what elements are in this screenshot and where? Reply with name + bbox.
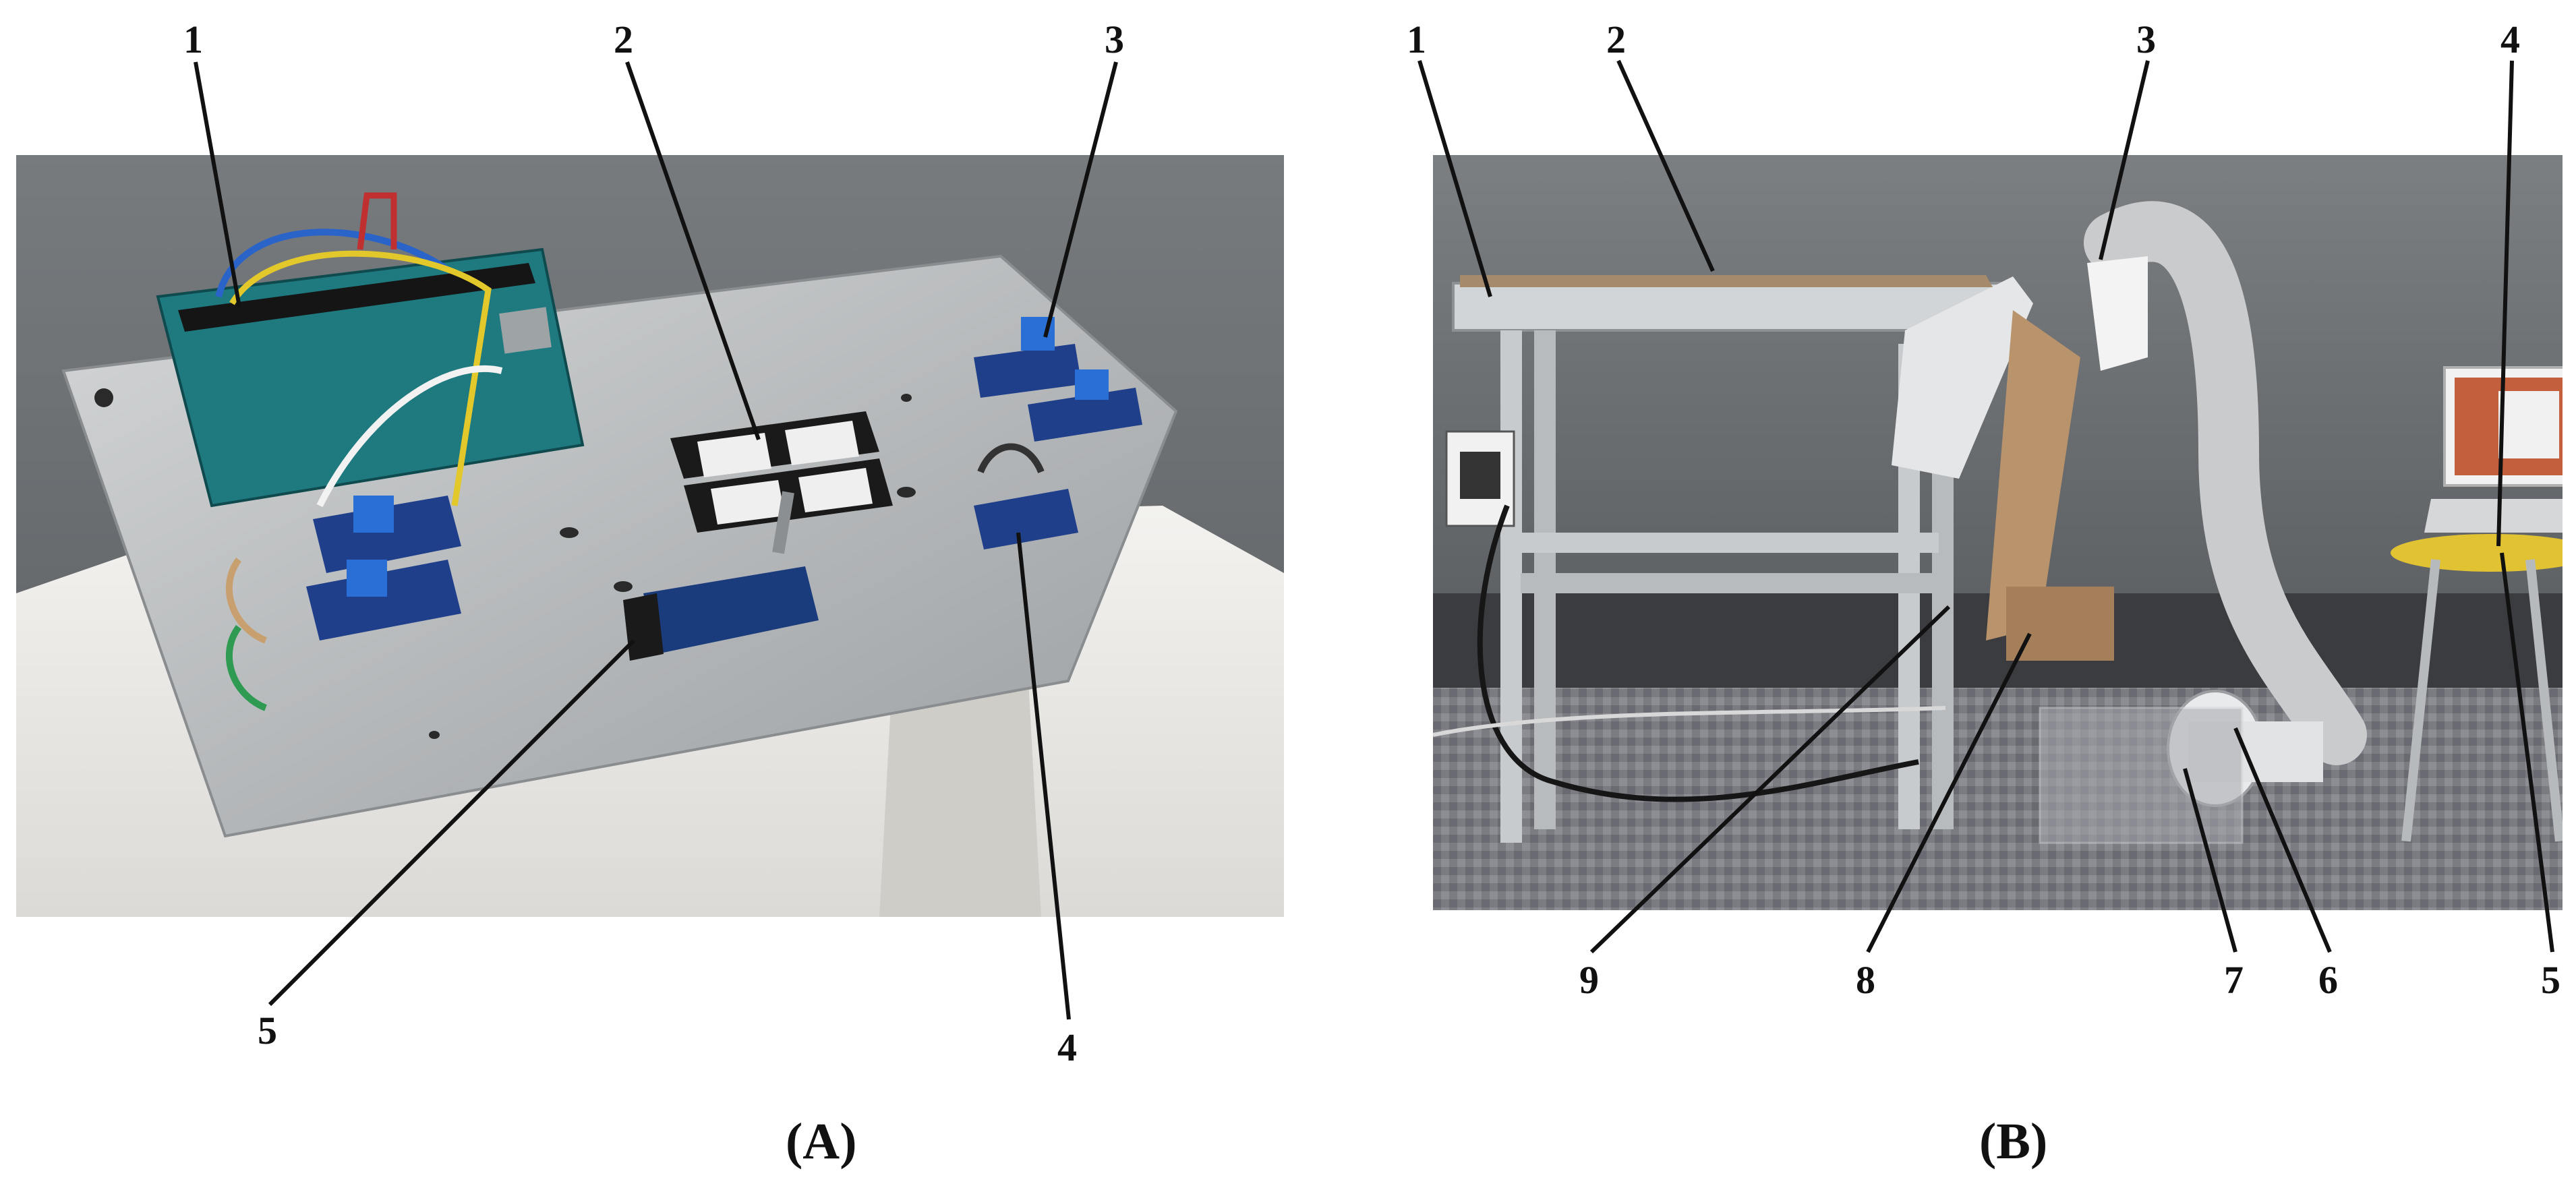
cardboard-chute xyxy=(1986,310,2080,640)
callout-b-3: 3 xyxy=(2136,18,2156,61)
callout-b-8: 8 xyxy=(1856,958,1875,1002)
callout-a-4: 4 xyxy=(1057,1025,1077,1069)
collection-box xyxy=(2039,707,2244,844)
connector xyxy=(623,593,664,661)
control-box-display xyxy=(1460,452,1500,499)
callout-a-3: 3 xyxy=(1105,18,1124,61)
callout-a-1: 1 xyxy=(183,18,203,61)
callout-a-5: 5 xyxy=(258,1009,277,1052)
callout-b-9: 9 xyxy=(1579,958,1599,1002)
conveyor-frame xyxy=(1452,276,2033,843)
caption-a: (A) xyxy=(786,1113,857,1170)
usb-port xyxy=(499,307,552,354)
sensor-modules-left xyxy=(225,496,461,711)
callout-b-5: 5 xyxy=(2541,958,2560,1002)
flexible-duct xyxy=(2084,201,2367,765)
photo-panel-a xyxy=(16,155,1284,917)
callout-b-6: 6 xyxy=(2318,958,2338,1002)
callout-b-7: 7 xyxy=(2224,958,2244,1002)
callout-b-2: 2 xyxy=(1606,18,1626,61)
spring xyxy=(772,491,794,554)
sensor-box xyxy=(2006,587,2114,661)
peanut-layer xyxy=(1460,275,1993,287)
callout-a-2: 2 xyxy=(614,18,633,61)
wire-yellow xyxy=(229,250,492,506)
wire-red xyxy=(357,192,397,250)
wire-white xyxy=(316,365,503,508)
carpet-floor xyxy=(1433,688,2563,910)
caption-b: (B) xyxy=(1979,1113,2048,1170)
photo-panel-b xyxy=(1433,155,2563,910)
callout-b-1: 1 xyxy=(1407,18,1426,61)
foam-shadow xyxy=(879,667,1041,917)
duct-cone xyxy=(2087,256,2148,371)
callout-b-4: 4 xyxy=(2500,18,2520,61)
arduino-header xyxy=(178,263,535,332)
load-cell-amplifier xyxy=(643,566,819,654)
